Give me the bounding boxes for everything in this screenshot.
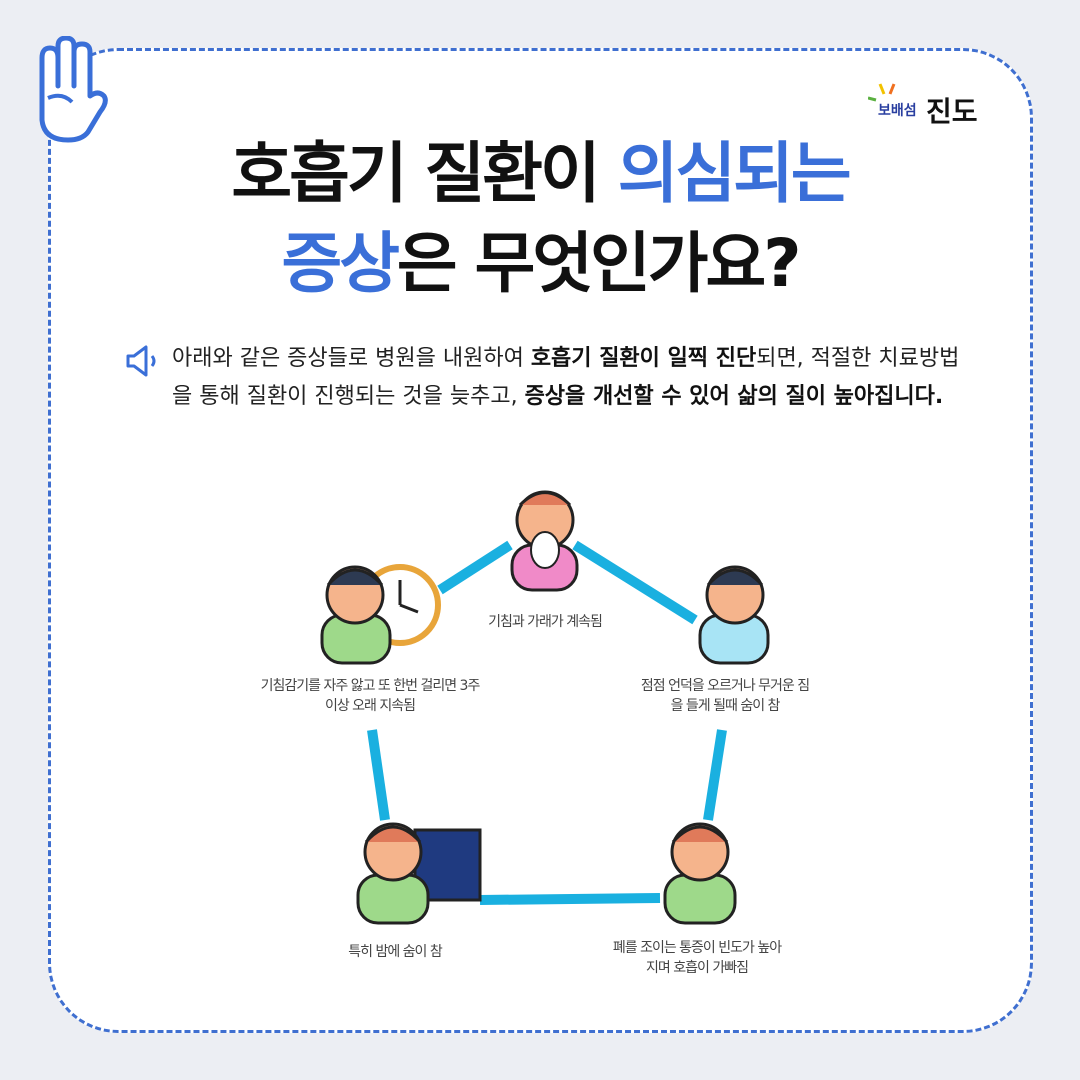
symptom-label: 기침감기를 자주 앓고 또 한번 걸리면 3주 이상 오래 지속됨 (260, 678, 481, 714)
logo-big-text: 진도 (926, 95, 978, 128)
page-title-line1: 호흡기 질환이 의심되는 (0, 120, 1080, 216)
person-icon-breathless (698, 565, 770, 665)
title-blue: 의심되는 (617, 135, 852, 212)
title-black: 호흡기 질환이 (231, 135, 618, 212)
person-icon-chest-pain (663, 822, 737, 925)
person-icon-clock (320, 564, 441, 665)
connector-line (479, 893, 661, 905)
title-blue: 증상 (281, 225, 399, 302)
speaker-icon (126, 345, 156, 377)
symptom-label: 폐를 조이는 통증이 빈도가 높아지며 호흡이 가빠짐 (612, 940, 782, 976)
title-black: 은 무엇인가요? (396, 225, 802, 302)
connector-line (437, 540, 513, 595)
person-icon-cough (510, 490, 579, 592)
three-fingers-hand-icon (39, 36, 108, 143)
symptom-label: 점점 언덕을 오르거나 무거운 짐을 들게 될때 숨이 참 (640, 678, 810, 714)
jindo-logo: 보배섬 진도 (868, 82, 988, 132)
connector-line (572, 540, 698, 625)
symptom-label: 기침과 가래가 계속됨 (488, 614, 603, 630)
connector-line (367, 729, 390, 821)
page-title-line2: 증상은 무엇인가요? (0, 210, 1080, 306)
person-icon-night (356, 822, 482, 925)
logo-small-text: 보배섬 (878, 103, 917, 119)
connector-line (703, 729, 727, 821)
description-text: 아래와 같은 증상들로 병원을 내원하여 호흡기 질환이 일찍 진단되면, 적절… (172, 346, 960, 409)
symptom-label: 특히 밤에 숨이 참 (348, 944, 443, 960)
